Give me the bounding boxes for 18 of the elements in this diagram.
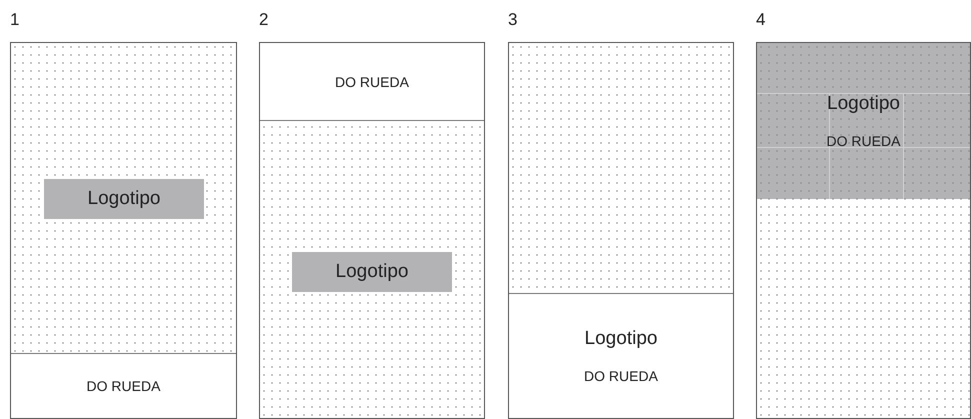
layout-panel [756,42,971,419]
header-band [757,43,970,199]
footer-band [509,293,733,418]
placeholder-text: Logotipo [827,93,900,115]
text-band: DO RUEDA [260,43,484,121]
panel-number: 3 [508,10,518,30]
placeholder-text: Logotipo [584,328,658,350]
region-text: DO RUEDA [826,133,900,149]
layout-panel [10,42,237,419]
text-band: DO RUEDA [11,353,236,418]
region-text: DO RUEDA [584,368,658,384]
panel-number: 2 [259,10,268,30]
layout-panel [259,42,485,419]
panel-number: 1 [10,10,20,30]
layout-panel [508,42,734,419]
placeholder-label: Logotipo [44,179,204,219]
panel-number: 4 [756,10,766,30]
placeholder-label: Logotipo [292,252,452,292]
